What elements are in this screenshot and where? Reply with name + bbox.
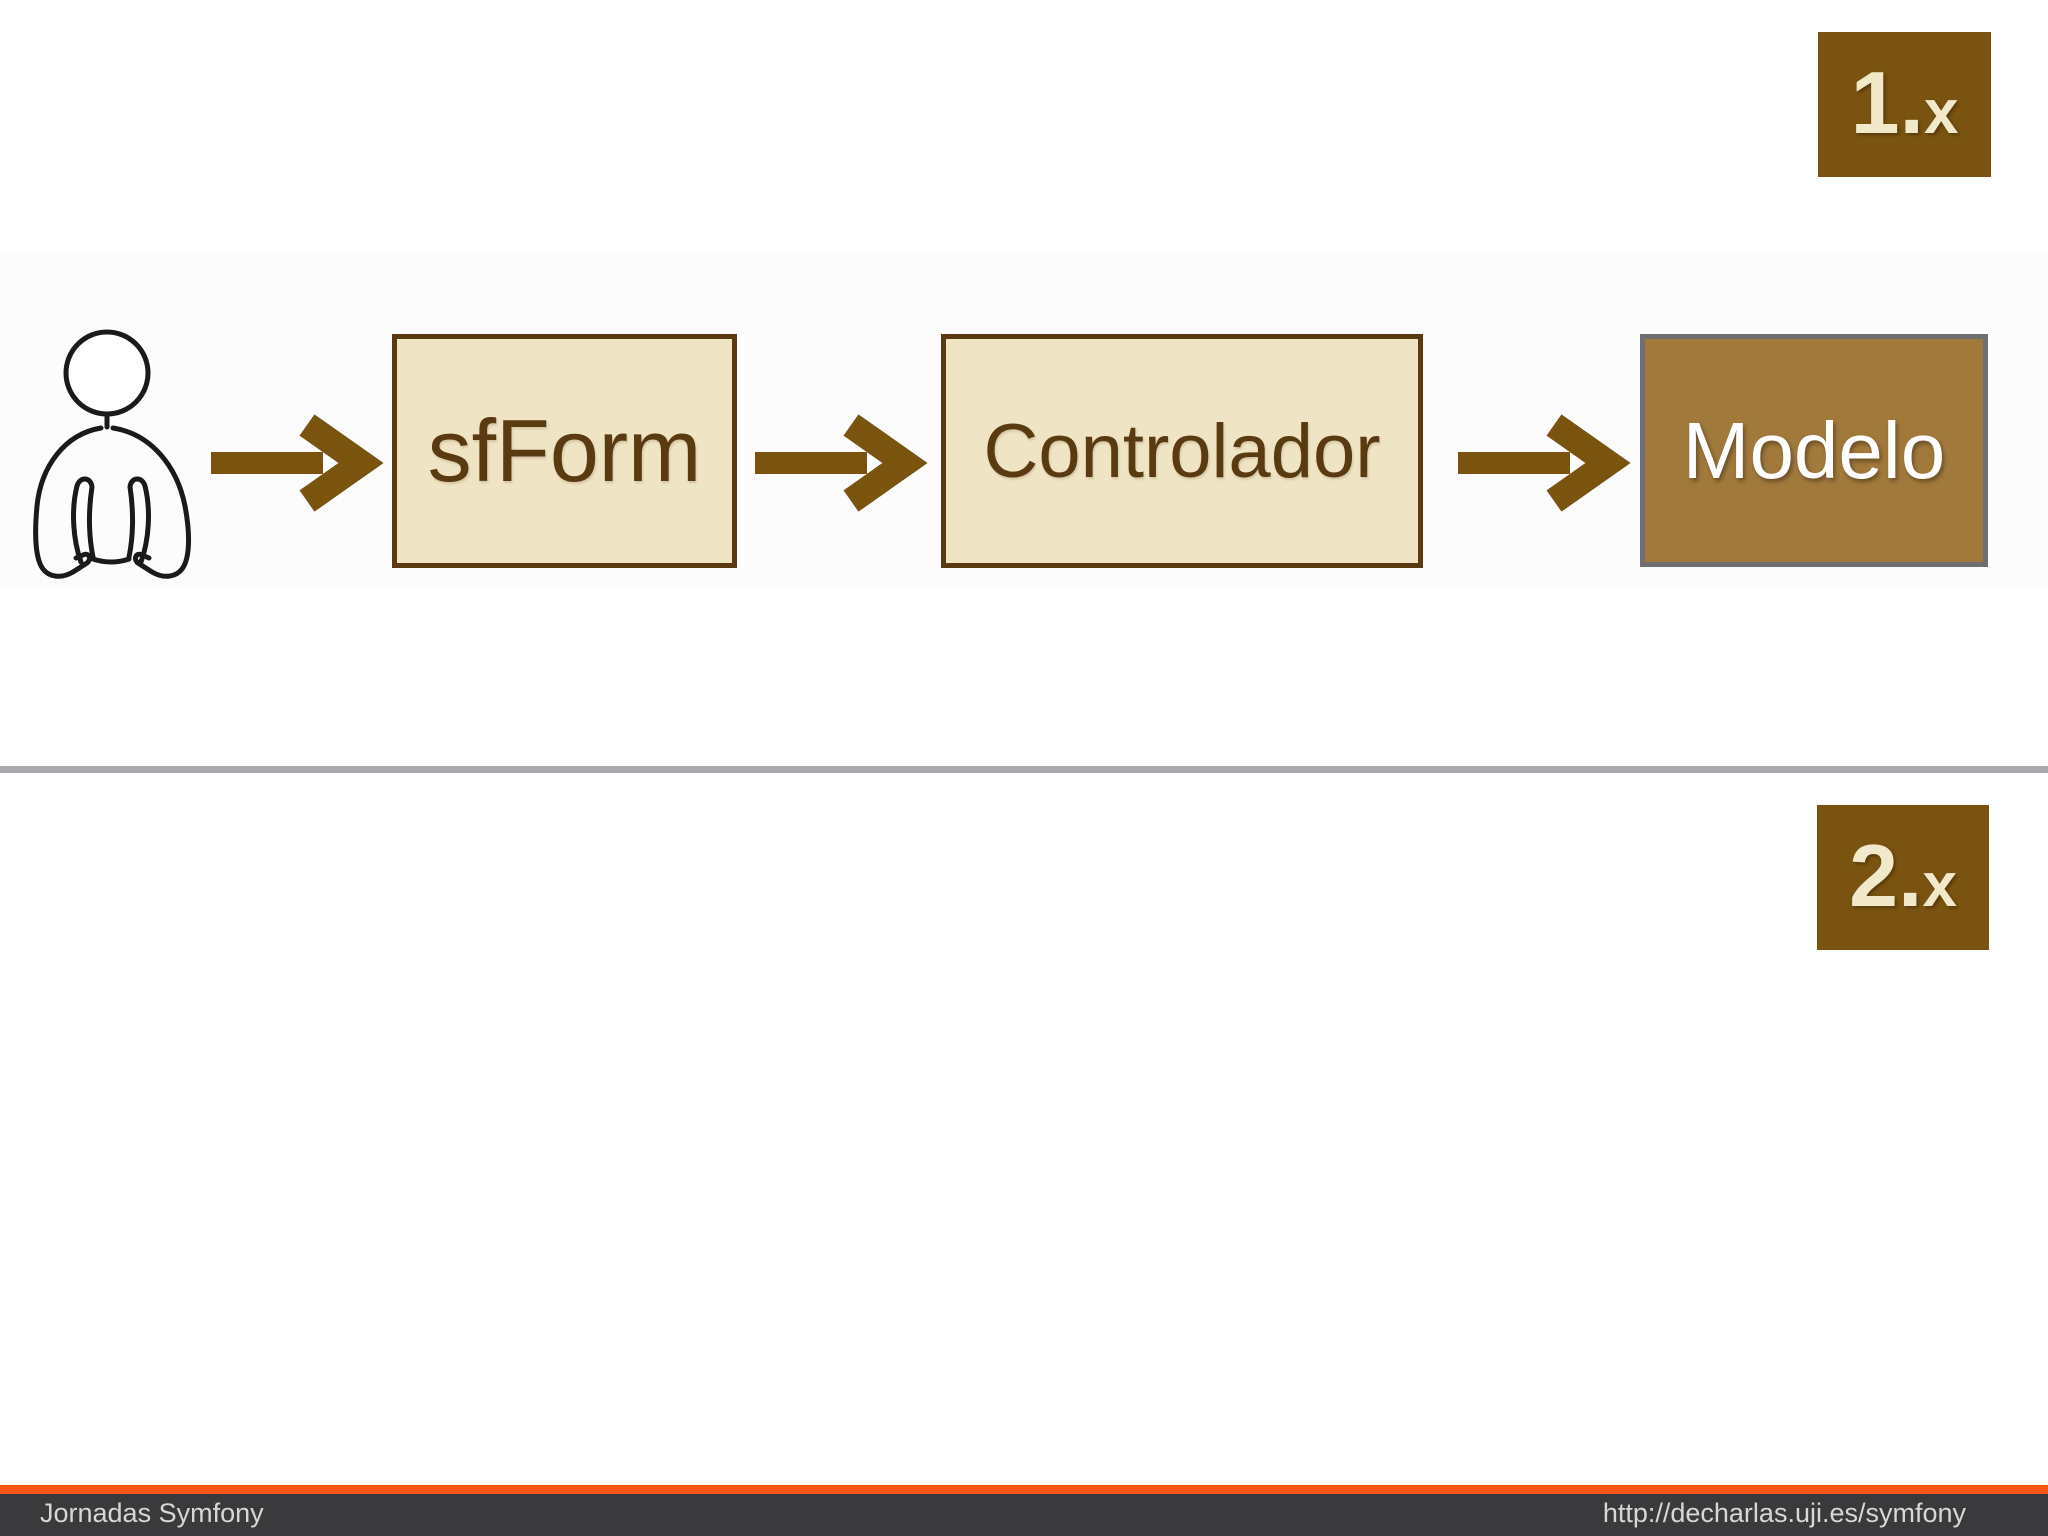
version-badge-2x: 2.x [1817, 805, 1989, 950]
node-modelo-label: Modelo [1682, 405, 1946, 495]
flow-arrow-icon [211, 414, 384, 512]
version-minor: x [1922, 851, 1957, 920]
footer-accent-bar [0, 1485, 2048, 1494]
footer: Jornadas Symfony http://decharlas.uji.es… [0, 1494, 2048, 1536]
footer-left-text: Jornadas Symfony [40, 1497, 264, 1528]
version-major: 2. [1849, 826, 1923, 925]
person-icon [33, 329, 192, 579]
node-controlador-label: Controlador [983, 408, 1381, 494]
node-modelo: Modelo [1640, 334, 1988, 567]
node-controlador: Controlador [941, 334, 1423, 568]
version-badge-1x: 1.x [1818, 32, 1991, 177]
footer-right-url: http://decharlas.uji.es/symfony [1602, 1497, 1966, 1528]
version-minor: x [1923, 78, 1959, 147]
section-divider [0, 766, 2048, 773]
version-major: 1. [1850, 53, 1924, 152]
node-sfform-label: sfForm [427, 401, 702, 500]
flow-arrow-icon [1458, 414, 1631, 512]
node-sfform: sfForm [392, 334, 737, 568]
flow-arrow-icon [755, 414, 928, 512]
